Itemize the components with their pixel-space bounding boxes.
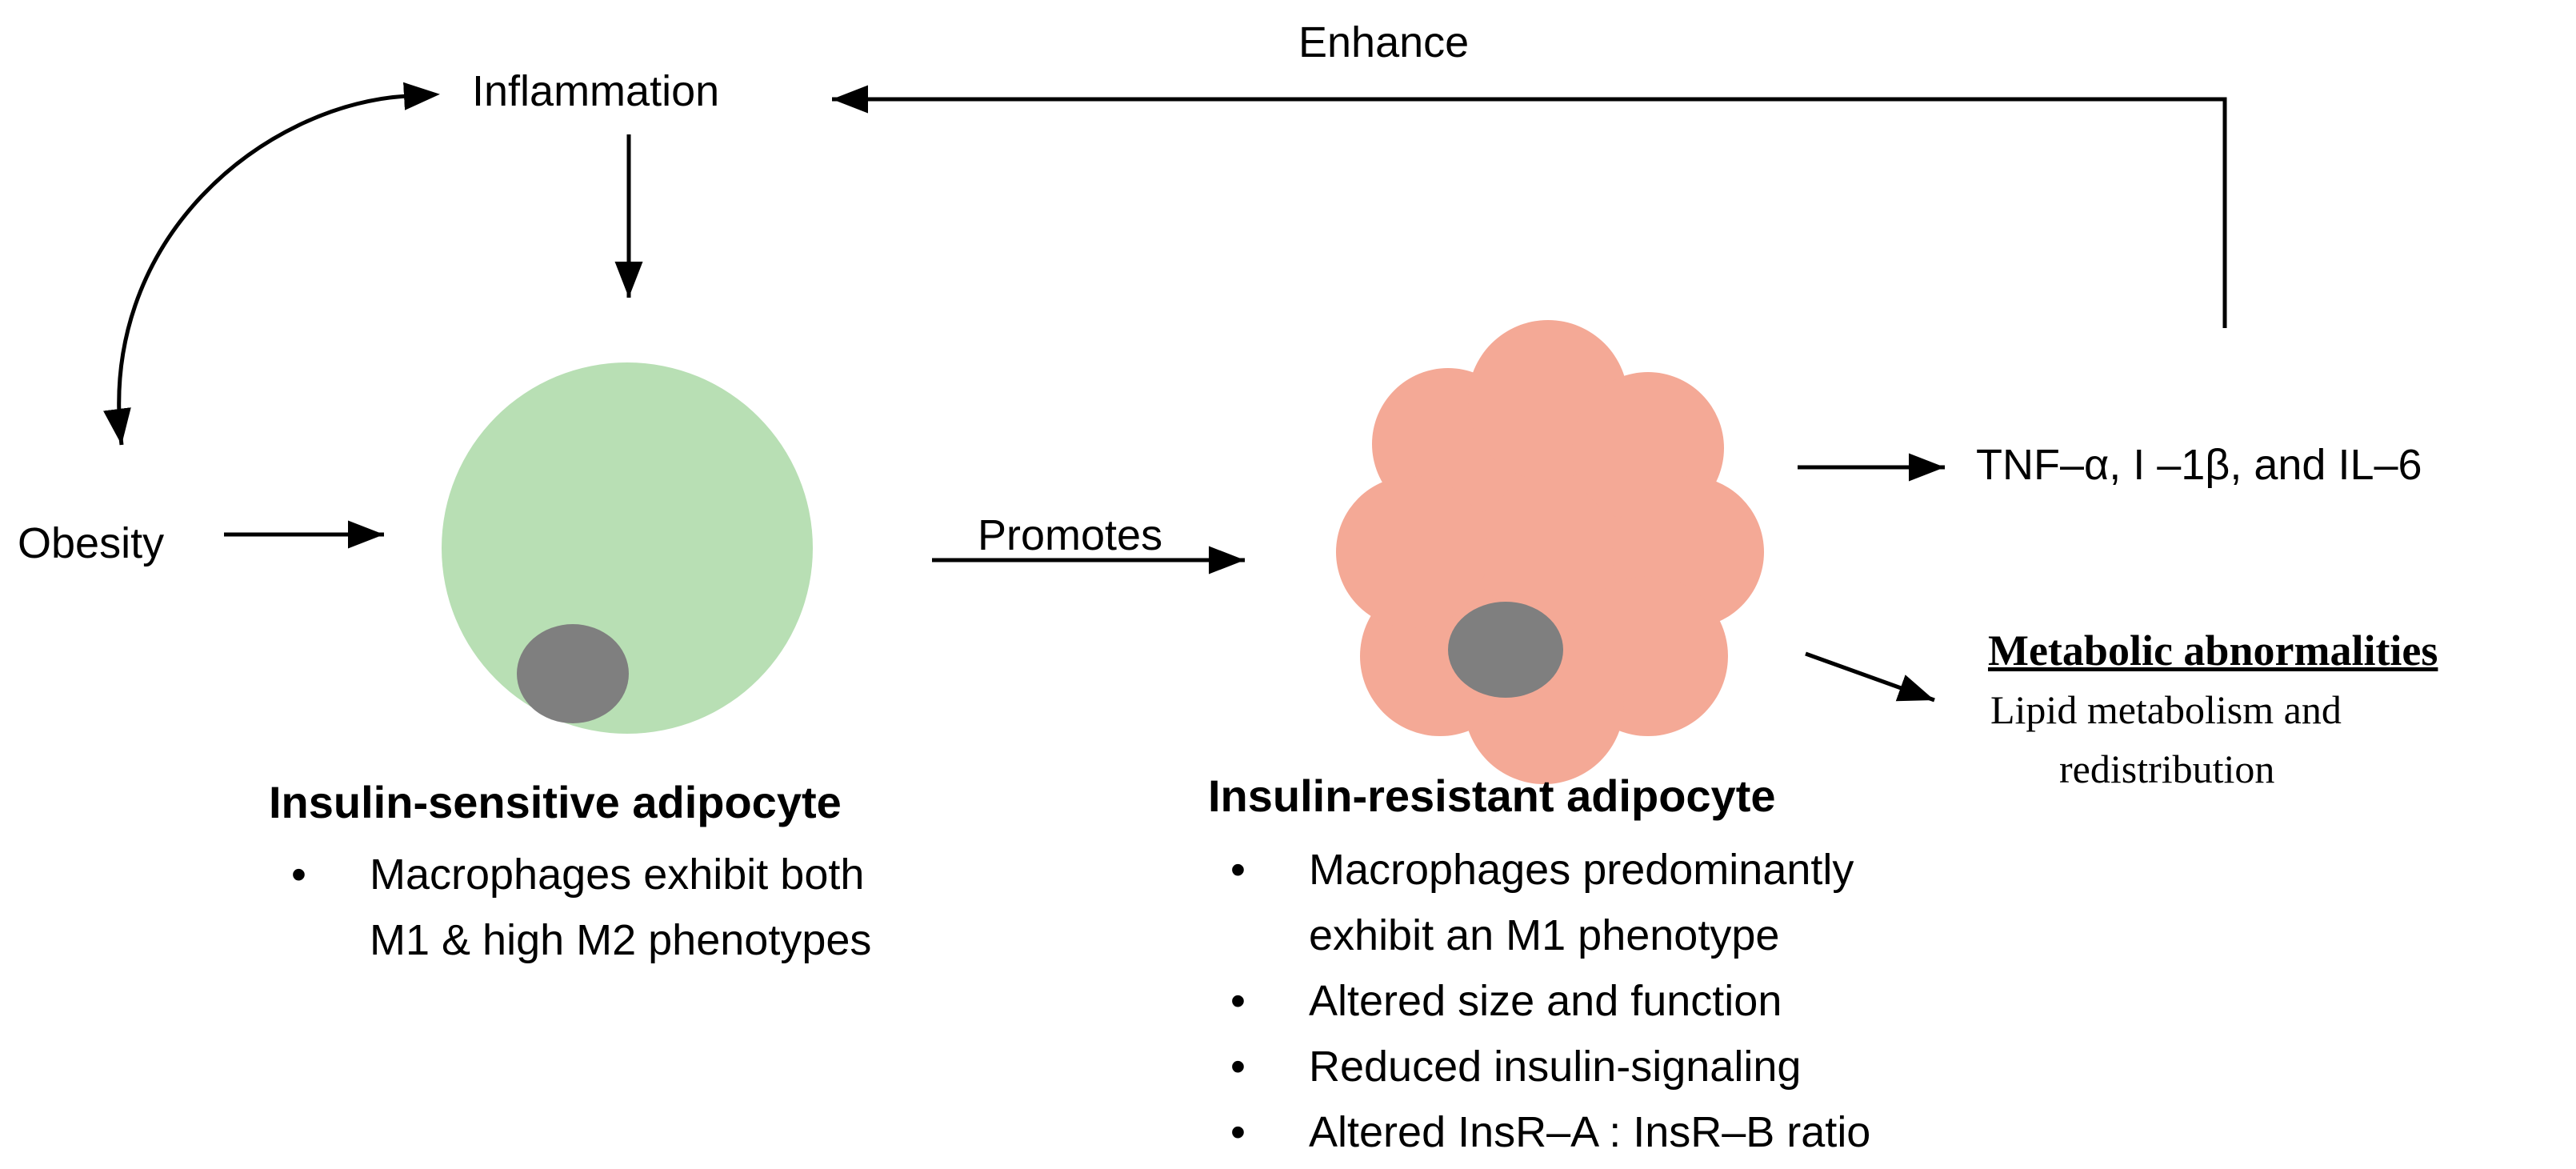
metabolic-line-2: redistribution xyxy=(2059,747,2275,791)
bullet-item: Macrophages exhibit both xyxy=(269,842,871,907)
bullet-item: exhibit an M1 phenotype xyxy=(1309,911,1780,959)
promotes-label: Promotes xyxy=(978,511,1163,559)
bullet-item: Macrophages predominantly xyxy=(1208,837,1870,903)
obesity-label: Obesity xyxy=(18,519,165,567)
bullet-item: M1 & high M2 phenotypes xyxy=(370,916,872,964)
arrow-to-metabolic-abnormalities xyxy=(1805,651,1935,703)
arrow-enhance-feedback xyxy=(832,85,2227,328)
insulin-sensitive-adipocyte-shape xyxy=(442,362,813,734)
inflammation-label: Inflammation xyxy=(472,67,720,115)
bullet-item: Reduced insulin-signaling xyxy=(1208,1034,1870,1099)
insulin-resistant-adipocyte-shape xyxy=(1336,320,1764,784)
resistant-cell-nucleus xyxy=(1448,602,1563,698)
cytokines-label: TNF–α, I –1β, and IL–6 xyxy=(1976,441,2422,489)
resistant-adipocyte-title: Insulin-resistant adipocyte xyxy=(1208,771,1776,821)
bullet-item: Altered size and function xyxy=(1208,968,1870,1034)
resistant-adipocyte-bullets: Macrophages predominantly exhibit an M1 … xyxy=(1208,837,1870,1165)
arrow-inflammation-obesity-bidirectional xyxy=(103,82,440,446)
metabolic-line-1: Lipid metabolism and xyxy=(1990,687,2342,732)
enhance-label: Enhance xyxy=(1298,18,1470,66)
sensitive-adipocyte-title: Insulin-sensitive adipocyte xyxy=(269,777,842,827)
sensitive-adipocyte-bullets: Macrophages exhibit both M1 & high M2 ph… xyxy=(269,842,871,973)
bullet-item: Altered InsR–A : InsR–B ratio xyxy=(1208,1099,1870,1165)
sensitive-cell-nucleus xyxy=(517,624,629,723)
metabolic-abnormalities-title: Metabolic abnormalities xyxy=(1988,627,2438,675)
